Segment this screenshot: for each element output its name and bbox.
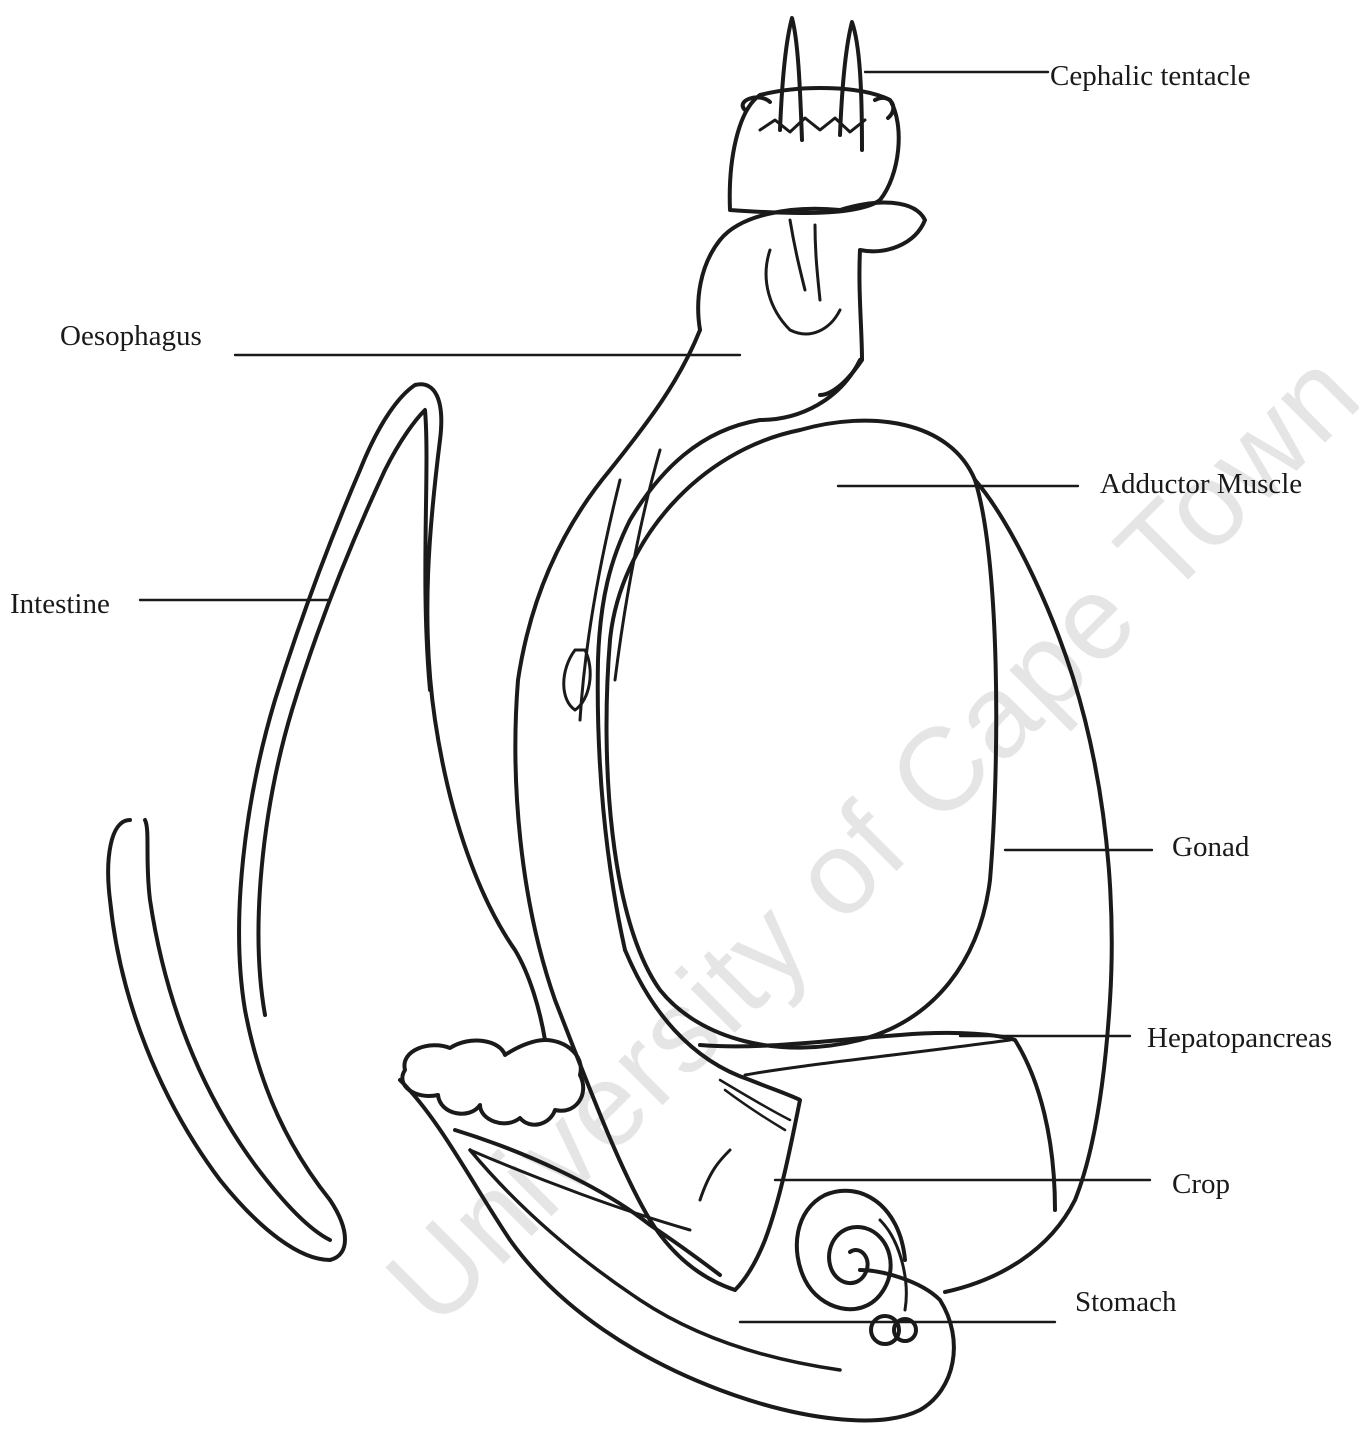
gonad-outline — [945, 480, 1112, 1292]
hepatopancreas-outline — [700, 1033, 1055, 1210]
crop-flare — [625, 950, 800, 1290]
mantle-outline — [400, 1080, 954, 1420]
label-oesophagus: Oesophagus — [60, 322, 202, 351]
head-cap — [730, 88, 899, 213]
left-tentacle — [780, 18, 802, 140]
mouth-region — [720, 203, 925, 395]
adductor-muscle — [607, 421, 997, 1048]
label-cephalic-tentacle: Cephalic tentacle — [1050, 62, 1250, 91]
label-adductor-muscle: Adductor Muscle — [1100, 470, 1302, 499]
label-hepatopancreas: Hepatopancreas — [1147, 1024, 1332, 1053]
oesophagus-inner — [598, 360, 860, 950]
label-gonad: Gonad — [1172, 833, 1249, 862]
label-crop: Crop — [1172, 1170, 1230, 1199]
label-stomach: Stomach — [1075, 1288, 1177, 1317]
leader-lines — [140, 72, 1152, 1322]
intestine-inner — [145, 820, 330, 1240]
stomach-spiral — [797, 1191, 905, 1309]
label-intestine: Intestine — [10, 590, 110, 619]
intestine-outer — [108, 384, 545, 1260]
